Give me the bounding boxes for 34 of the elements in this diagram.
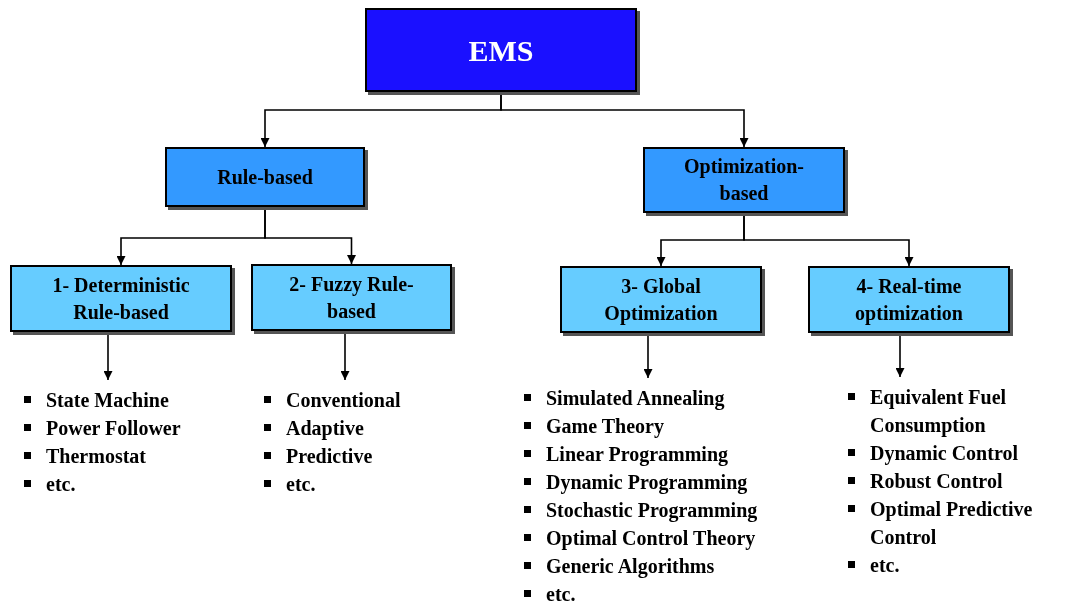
list-item: etc. [846, 551, 1086, 579]
node-label: EMS [468, 36, 534, 64]
category-box [251, 264, 452, 331]
category-box [808, 266, 1010, 333]
category-box [560, 266, 762, 333]
list-item: Generic Algorithms [522, 552, 832, 580]
node-label: 2- Fuzzy Rule-based [288, 271, 415, 324]
list-item: Dynamic Control [846, 439, 1086, 467]
list-item: Predictive [262, 442, 462, 470]
list-item: Linear Programming [522, 440, 832, 468]
node-label: 3- Global Optimization [603, 273, 719, 327]
node-label: Optimization-based [683, 154, 805, 206]
list-item: etc. [22, 470, 242, 498]
list-item: Power Follower [22, 414, 242, 442]
node-label: Rule-based [217, 164, 313, 190]
node-label: 4- Real-time optimization [854, 273, 964, 327]
list-item: State Machine [22, 386, 242, 414]
category-box [165, 147, 365, 207]
category-box [10, 265, 232, 332]
list-item: Stochastic Programming [522, 496, 832, 524]
list-item: Dynamic Programming [522, 468, 832, 496]
list-item: Game Theory [522, 412, 832, 440]
category-box [643, 147, 845, 213]
list-item: Conventional [262, 386, 462, 414]
list-item: etc. [262, 470, 462, 498]
list-item: Simulated Annealing [522, 384, 832, 412]
list-item: etc. [522, 580, 832, 605]
list-item: Adaptive [262, 414, 462, 442]
list-item: Optimal Control Theory [522, 524, 832, 552]
list-item: Robust Control [846, 467, 1086, 495]
title-box [365, 8, 637, 92]
list-item: Equivalent Fuel Consumption [846, 383, 1086, 439]
list-item: Thermostat [22, 442, 242, 470]
node-label: 1- Deterministic Rule-based [51, 272, 191, 325]
